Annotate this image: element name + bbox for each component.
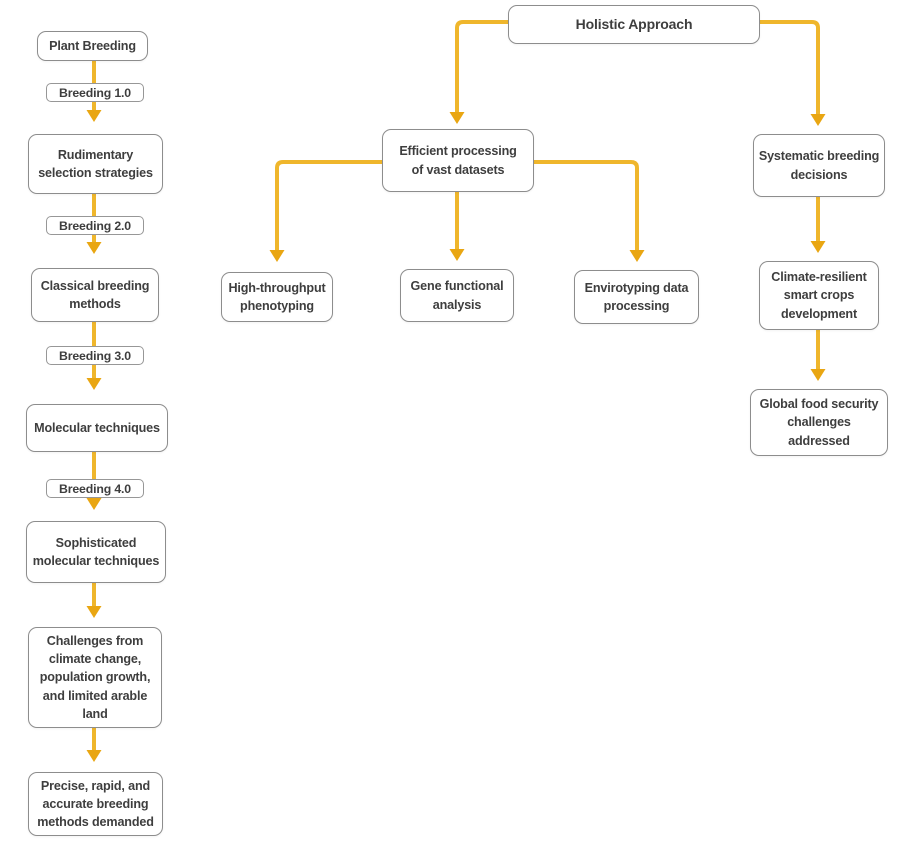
edge-label-breeding-2: Breeding 2.0 (46, 216, 144, 235)
node-molecular-techniques: Molecular techniques (26, 404, 168, 452)
node-holistic-approach: Holistic Approach (508, 5, 760, 44)
node-plant-breeding: Plant Breeding (37, 31, 148, 61)
node-envirotyping-data-processing: Envirotyping data processing (574, 270, 699, 324)
node-sophisticated-molecular-techniques: Sophisticated molecular techniques (26, 521, 166, 583)
node-efficient-processing-vast-datasets: Efficient processing of vast datasets (382, 129, 534, 192)
node-rudimentary-selection-strategies: Rudimentary selection strategies (28, 134, 163, 194)
arrow-holistic-to-systematic (758, 20, 826, 126)
arrow-holistic-to-efficient (449, 20, 508, 124)
arrow-climate-to-global (810, 329, 826, 381)
arrow-challenges-to-precise (86, 727, 102, 762)
arrow-efficient-to-high-throughput (269, 160, 382, 262)
node-challenges-climate-population-land: Challenges from climate change, populati… (28, 627, 162, 728)
edge-label-breeding-1: Breeding 1.0 (46, 83, 144, 102)
arrow-sophisticated-to-challenges (86, 583, 102, 618)
arrow-efficient-to-gene (449, 191, 465, 261)
arrow-systematic-to-climate (810, 196, 826, 253)
node-classical-breeding-methods: Classical breeding methods (31, 268, 159, 322)
node-systematic-breeding-decisions: Systematic breeding decisions (753, 134, 885, 197)
edge-label-breeding-3: Breeding 3.0 (46, 346, 144, 365)
node-climate-resilient-smart-crops: Climate-resilient smart crops developmen… (759, 261, 879, 330)
node-high-throughput-phenotyping: High-throughput phenotyping (221, 272, 333, 322)
node-precise-rapid-accurate-breeding: Precise, rapid, and accurate breeding me… (28, 772, 163, 836)
edge-label-breeding-4: Breeding 4.0 (46, 479, 144, 498)
node-global-food-security-addressed: Global food security challenges addresse… (750, 389, 888, 456)
node-gene-functional-analysis: Gene functional analysis (400, 269, 514, 322)
arrow-efficient-to-envirotyping (532, 160, 645, 262)
